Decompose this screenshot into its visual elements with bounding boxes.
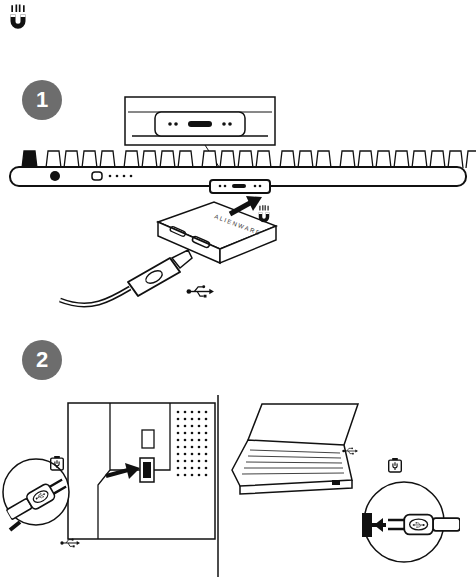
vent-hole bbox=[177, 432, 180, 435]
vent-hole bbox=[191, 418, 194, 421]
vent-hole bbox=[205, 446, 208, 449]
vent-hole bbox=[191, 446, 194, 449]
vent-hole bbox=[205, 411, 208, 414]
step-number: 1 bbox=[36, 89, 48, 111]
vent-hole bbox=[184, 474, 187, 477]
vent-hole bbox=[177, 439, 180, 442]
keycap bbox=[202, 151, 217, 168]
vent-hole bbox=[184, 411, 187, 414]
vent-hole bbox=[205, 439, 208, 442]
laptop-key-row bbox=[242, 473, 344, 474]
laptop-key-row bbox=[246, 462, 342, 463]
keycap bbox=[298, 151, 313, 168]
keycap bbox=[238, 151, 253, 168]
keycap bbox=[358, 151, 373, 168]
vent-hole bbox=[191, 439, 194, 442]
vent-hole bbox=[205, 467, 208, 470]
keycap bbox=[100, 151, 115, 168]
vent-hole bbox=[177, 418, 180, 421]
laptop-key-row bbox=[244, 468, 343, 469]
vent-hole bbox=[198, 411, 201, 414]
vent-hole bbox=[198, 467, 201, 470]
vent-hole bbox=[184, 467, 187, 470]
keycap bbox=[466, 151, 476, 168]
vent-hole bbox=[184, 460, 187, 463]
vent-hole bbox=[198, 418, 201, 421]
keycap bbox=[316, 151, 331, 168]
keycap bbox=[220, 151, 235, 168]
vent-hole bbox=[191, 453, 194, 456]
vent-hole bbox=[177, 467, 180, 470]
vent-hole bbox=[191, 460, 194, 463]
step-number-circle: 1 bbox=[22, 80, 62, 120]
keycap bbox=[178, 151, 193, 168]
vent-hole bbox=[205, 432, 208, 435]
vent-hole bbox=[198, 439, 201, 442]
keycap bbox=[448, 151, 463, 168]
vent-hole bbox=[177, 453, 180, 456]
brand-name: ALIENWARE bbox=[214, 213, 262, 236]
vent-hole bbox=[205, 418, 208, 421]
laptop-key-row bbox=[248, 456, 341, 458]
vent-hole bbox=[177, 425, 180, 428]
keycap bbox=[142, 151, 157, 168]
keycap bbox=[64, 151, 79, 168]
vent-hole bbox=[191, 467, 194, 470]
step-number-circle: 2 bbox=[22, 340, 62, 380]
vent-hole bbox=[198, 460, 201, 463]
vent-hole bbox=[191, 474, 194, 477]
keycap bbox=[376, 151, 391, 168]
vent-hole bbox=[205, 474, 208, 477]
keycap bbox=[160, 151, 175, 168]
vent-hole bbox=[198, 446, 201, 449]
vent-hole bbox=[198, 474, 201, 477]
vent-hole bbox=[191, 425, 194, 428]
keycap bbox=[256, 151, 271, 168]
keycap bbox=[22, 151, 37, 168]
vent-hole bbox=[198, 425, 201, 428]
vent-hole bbox=[184, 446, 187, 449]
vent-hole bbox=[198, 432, 201, 435]
vent-hole bbox=[184, 425, 187, 428]
keycap bbox=[340, 151, 355, 168]
keycap bbox=[82, 151, 97, 168]
vent-hole bbox=[184, 439, 187, 442]
vent-hole bbox=[205, 460, 208, 463]
keycap bbox=[280, 151, 295, 168]
vent-hole bbox=[177, 411, 180, 414]
vent-hole bbox=[191, 411, 194, 414]
vent-hole bbox=[198, 453, 201, 456]
vent-hole bbox=[205, 453, 208, 456]
keycap bbox=[46, 151, 61, 168]
step-number: 2 bbox=[36, 349, 48, 371]
vent-hole bbox=[205, 425, 208, 428]
vent-hole bbox=[184, 432, 187, 435]
vent-hole bbox=[177, 474, 180, 477]
vent-hole bbox=[191, 432, 194, 435]
vent-hole bbox=[177, 446, 180, 449]
keycap bbox=[124, 151, 139, 168]
keycap bbox=[430, 151, 445, 168]
vent-hole bbox=[177, 460, 180, 463]
keycap bbox=[412, 151, 427, 168]
vent-hole bbox=[184, 453, 187, 456]
vent-hole bbox=[184, 418, 187, 421]
laptop-key-row bbox=[250, 450, 340, 453]
keycap bbox=[394, 151, 409, 168]
